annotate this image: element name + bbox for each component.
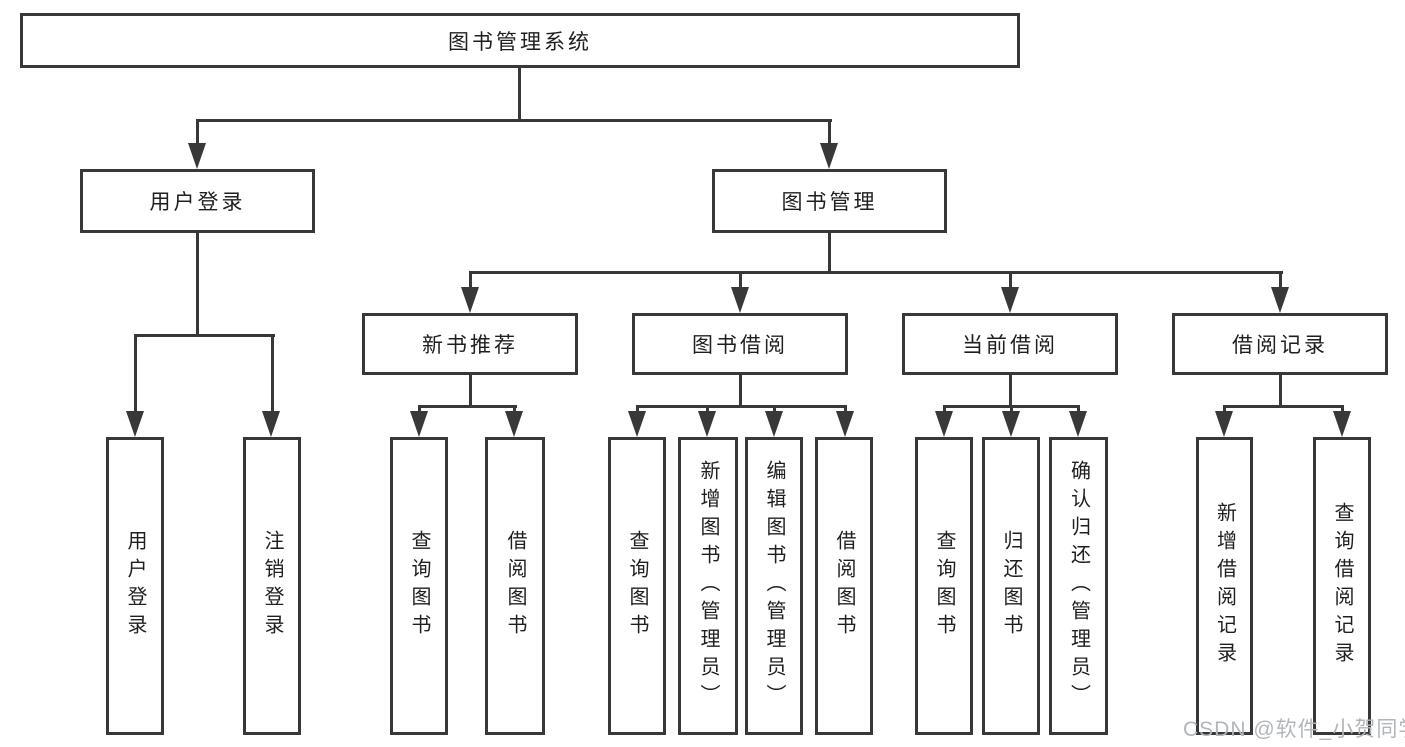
leaf-label: 新增借阅记录 [1213, 502, 1236, 670]
node-root: 图书管理系统 [20, 13, 1020, 68]
connector-drop [271, 334, 274, 414]
arrow-down-icon [1001, 287, 1019, 313]
node-book-borrow: 图书借阅 [632, 313, 848, 375]
leaf-label: 借阅图书 [833, 530, 855, 642]
leaf-label: 新增图书（管理员） [697, 460, 719, 712]
arrow-down-icon [262, 411, 280, 437]
leaf-label: 查询图书 [626, 530, 648, 642]
leaf-return-book: 归还图书 [982, 437, 1040, 735]
connector-trunk [1009, 375, 1012, 408]
leaf-query-book-1: 查询图书 [390, 437, 448, 735]
connector-user-login-rail [134, 334, 275, 337]
arrow-down-icon [1271, 287, 1289, 313]
connector-rail [1223, 405, 1344, 408]
connector-drop [1279, 271, 1282, 291]
connector-drop [1341, 405, 1344, 414]
arrow-down-icon [628, 411, 646, 437]
arrow-down-icon [731, 287, 749, 313]
connector-book-mgmt-trunk [828, 233, 831, 274]
connector-drop [739, 271, 742, 291]
leaf-add-borrow-record: 新增借阅记录 [1196, 437, 1253, 735]
leaf-label: 确认归还（管理员） [1067, 460, 1090, 712]
leaf-edit-book-admin: 编辑图书（管理员） [745, 437, 803, 735]
node-current-borrow: 当前借阅 [902, 313, 1118, 375]
leaf-label: 注销登录 [261, 530, 283, 642]
connector-drop [1009, 271, 1012, 291]
connector-drop [773, 405, 776, 414]
connector-rail [418, 405, 517, 408]
connector-rail [636, 405, 847, 408]
connector-trunk [469, 375, 472, 408]
arrow-down-icon [126, 411, 144, 437]
connector-drop [469, 271, 472, 291]
connector-root-trunk [518, 68, 521, 121]
connector-drop [943, 405, 946, 414]
connector-trunk [1279, 375, 1282, 408]
connector-trunk [739, 375, 742, 408]
connector-drop [636, 405, 639, 414]
watermark: CSDN @软件_小贺同学 [1183, 718, 1405, 741]
node-new-book-recommend: 新书推荐 [362, 313, 578, 375]
leaf-user-login: 用户登录 [106, 437, 164, 735]
leaf-label: 查询借阅记录 [1331, 502, 1353, 670]
leaf-logout: 注销登录 [243, 437, 301, 735]
arrow-down-icon [188, 143, 206, 169]
connector-drop-book-mgmt [828, 119, 831, 147]
arrow-down-icon [461, 287, 479, 313]
leaf-label: 归还图书 [1000, 530, 1022, 642]
connector-drop-user-login [196, 119, 199, 147]
connector-drop [418, 405, 421, 414]
arrow-down-icon [836, 411, 854, 437]
connector-drop [1077, 405, 1080, 414]
arrow-down-icon [1215, 411, 1233, 437]
leaf-add-book-admin: 新增图书（管理员） [678, 437, 738, 735]
arrow-down-icon [1002, 411, 1020, 437]
leaf-label: 编辑图书（管理员） [763, 460, 785, 712]
connector-drop [844, 405, 847, 414]
connector-drop [1223, 405, 1226, 414]
connector-drop [134, 334, 137, 414]
node-user-login: 用户登录 [80, 169, 315, 233]
leaf-label: 查询图书 [408, 530, 430, 642]
connector-user-login-trunk [196, 233, 199, 337]
arrow-down-icon [698, 411, 716, 437]
arrow-down-icon [935, 411, 953, 437]
arrow-down-icon [765, 411, 783, 437]
leaf-label: 借阅图书 [504, 530, 526, 642]
node-book-management: 图书管理 [712, 169, 947, 233]
connector-level2-rail [469, 271, 1283, 274]
leaf-label: 查询图书 [933, 530, 955, 642]
leaf-borrow-book-2: 借阅图书 [815, 437, 873, 735]
leaf-borrow-book-1: 借阅图书 [485, 437, 545, 735]
arrow-down-icon [820, 143, 838, 169]
connector-drop [706, 405, 709, 414]
leaf-query-book-3: 查询图书 [915, 437, 973, 735]
arrow-down-icon [1069, 411, 1087, 437]
arrow-down-icon [505, 411, 523, 437]
arrow-down-icon [410, 411, 428, 437]
leaf-label: 用户登录 [124, 530, 146, 642]
leaf-query-book-2: 查询图书 [608, 437, 666, 735]
node-borrow-record: 借阅记录 [1172, 313, 1388, 375]
connector-level1-rail [196, 119, 832, 122]
leaf-confirm-return-admin: 确认归还（管理员） [1049, 437, 1108, 735]
leaf-query-borrow-record: 查询借阅记录 [1313, 437, 1371, 735]
connector-drop [1010, 405, 1013, 414]
arrow-down-icon [1333, 411, 1351, 437]
connector-drop [513, 405, 516, 414]
